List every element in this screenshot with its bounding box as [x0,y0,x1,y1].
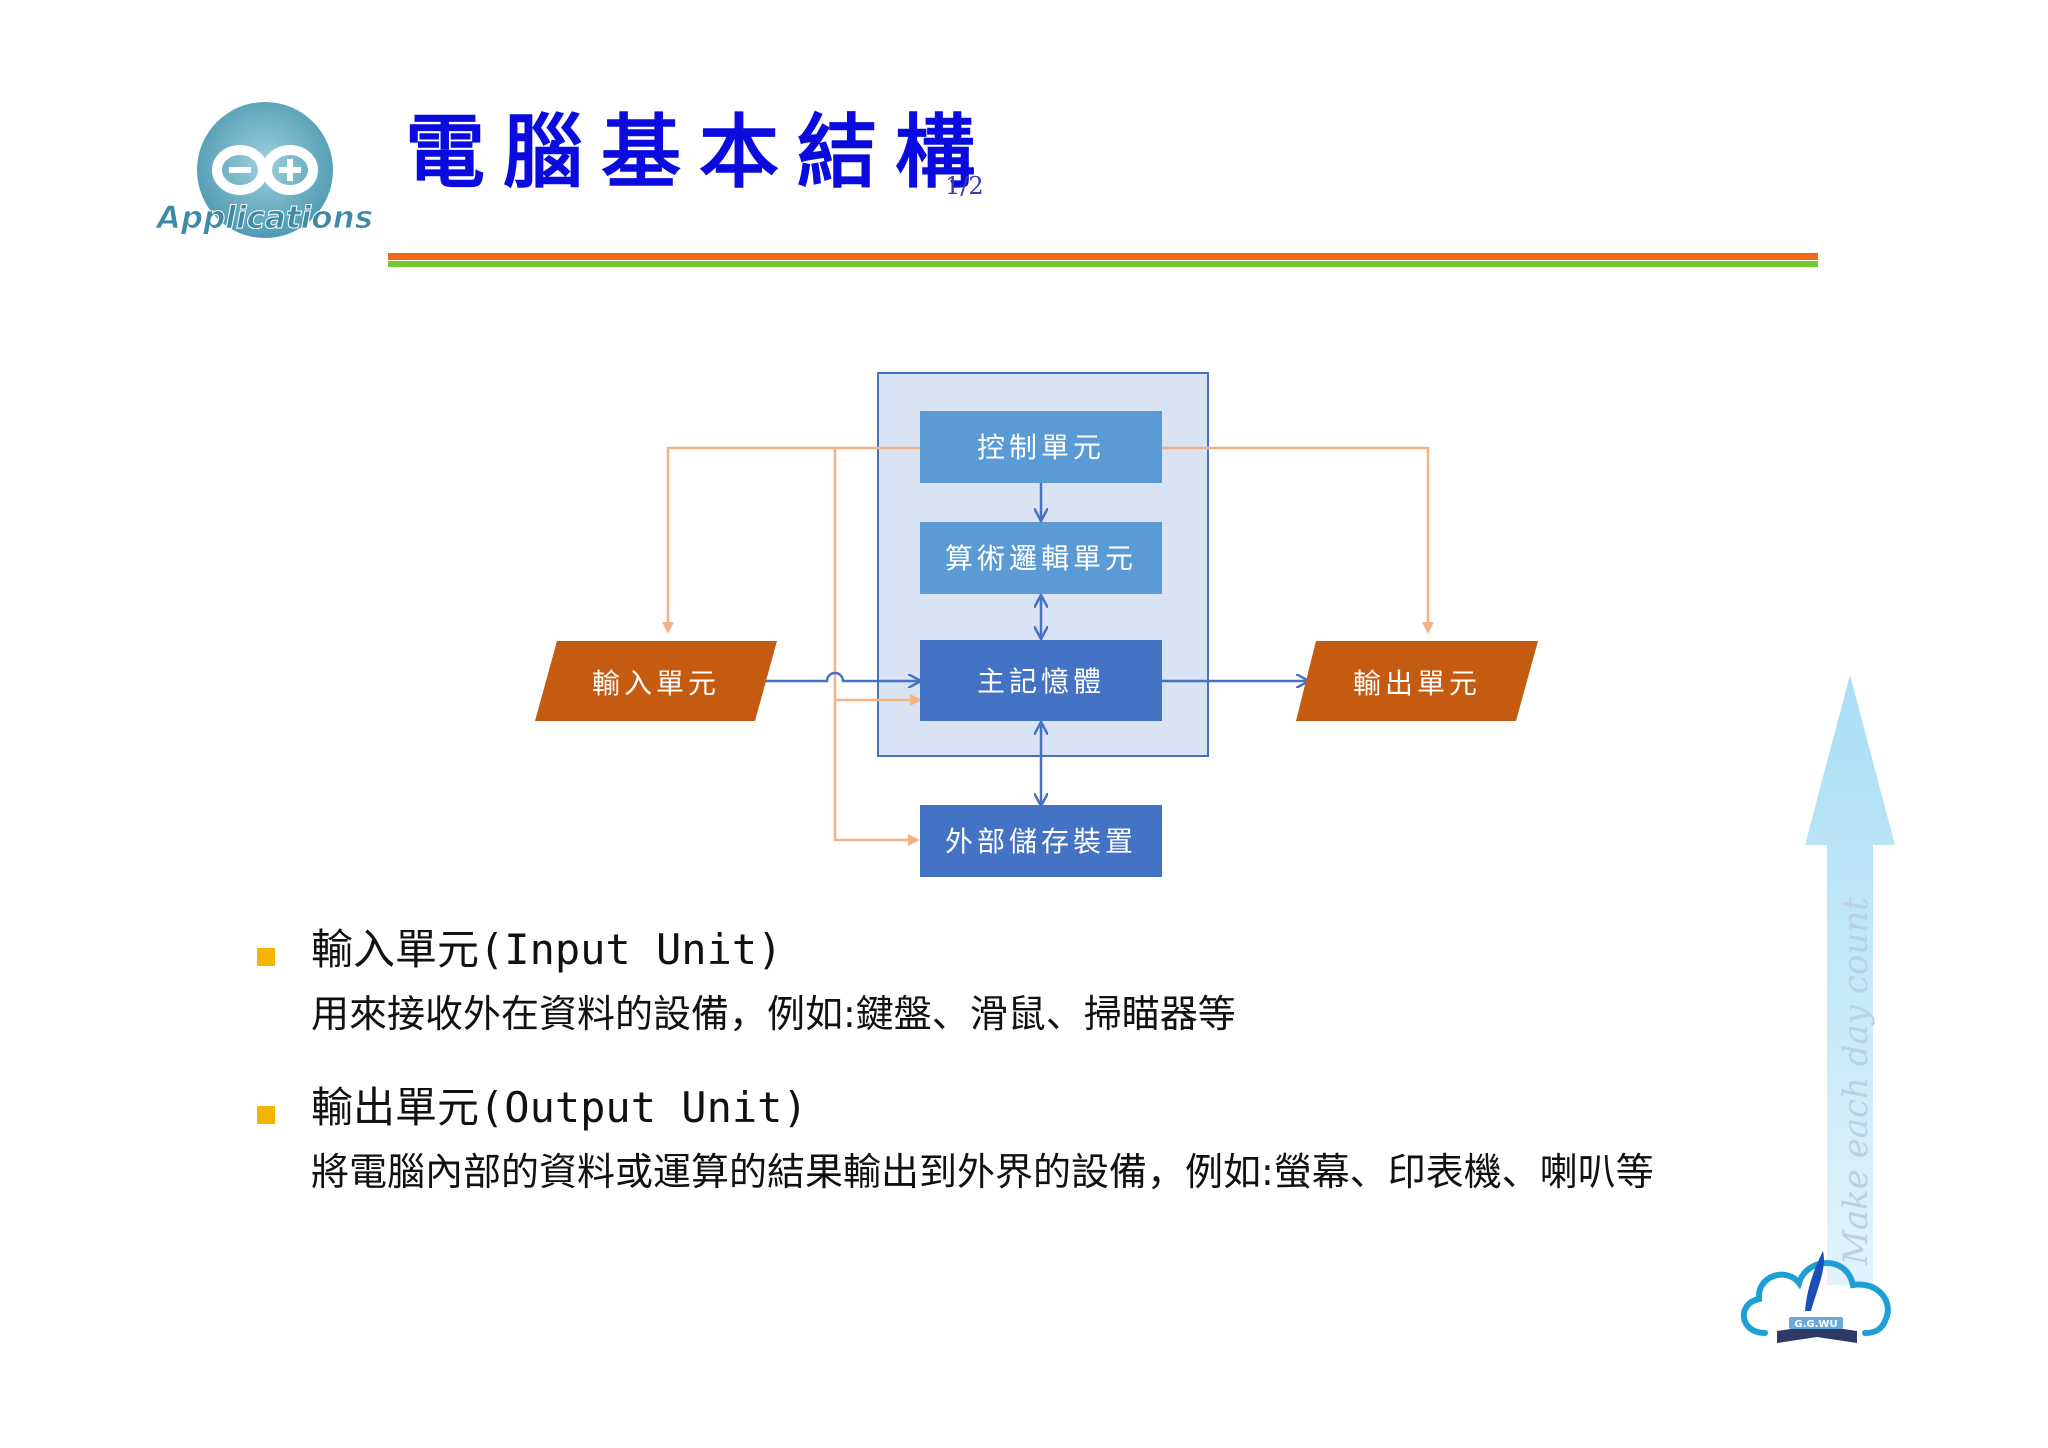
corner-logo-text: G.G.WU [1794,1319,1837,1330]
logo-text: Applications [155,200,373,236]
node-input-unit: 輸入單元 [535,641,777,721]
title-rule-green [388,261,1818,267]
infinity-icon [212,145,318,195]
input-unit-label: 輸入單元 [592,667,720,700]
data-connectors [765,483,1308,805]
external-storage-label: 外部儲存裝置 [945,825,1137,858]
control-unit-label: 控制單元 [977,431,1105,464]
bullet-heading: 輸出單元(Output Unit) [311,1083,808,1132]
side-arrow-icon: Make each day count [1805,675,1895,1285]
node-external-storage: 外部儲存裝置 [920,805,1162,877]
bullet-description: 用來接收外在資料的設備，例如:鍵盤、滑鼠、掃瞄器等 [311,992,1236,1036]
alu-label: 算術邏輯單元 [945,542,1137,575]
output-unit-label: 輸出單元 [1353,667,1481,700]
node-control-unit: 控制單元 [920,411,1162,483]
list-item: 輸入單元(Input Unit) 用來接收外在資料的設備，例如:鍵盤、滑鼠、掃瞄… [255,918,1815,1046]
bullet-heading: 輸入單元(Input Unit) [311,925,783,974]
side-arrow-text: Make each day count [1836,897,1876,1266]
page-title: 電腦基本結構 [405,105,993,199]
main-memory-label: 主記憶體 [977,665,1105,698]
bullet-list: 輸入單元(Input Unit) 用來接收外在資料的設備，例如:鍵盤、滑鼠、掃瞄… [255,918,1815,1234]
applications-logo: Applications [155,102,374,238]
page-indicator: 1/2 [945,172,984,200]
node-alu: 算術邏輯單元 [920,522,1162,594]
cloud-book-logo: G.G.WU [1740,1251,1891,1343]
book-icon [1777,1325,1857,1343]
node-main-memory: 主記憶體 [920,640,1162,721]
list-item: 輸出單元(Output Unit) 將電腦內部的資料或運算的結果輸出到外界的設備… [255,1076,1815,1204]
bullet-square-icon [257,1106,275,1124]
bullet-square-icon [257,948,275,966]
quill-icon [1805,1251,1824,1311]
node-output-unit: 輸出單元 [1296,641,1538,721]
title-rule-orange [388,253,1818,260]
bullet-description: 將電腦內部的資料或運算的結果輸出到外界的設備，例如:螢幕、印表機、喇叭等 [311,1150,1654,1194]
control-connectors [662,446,1434,846]
